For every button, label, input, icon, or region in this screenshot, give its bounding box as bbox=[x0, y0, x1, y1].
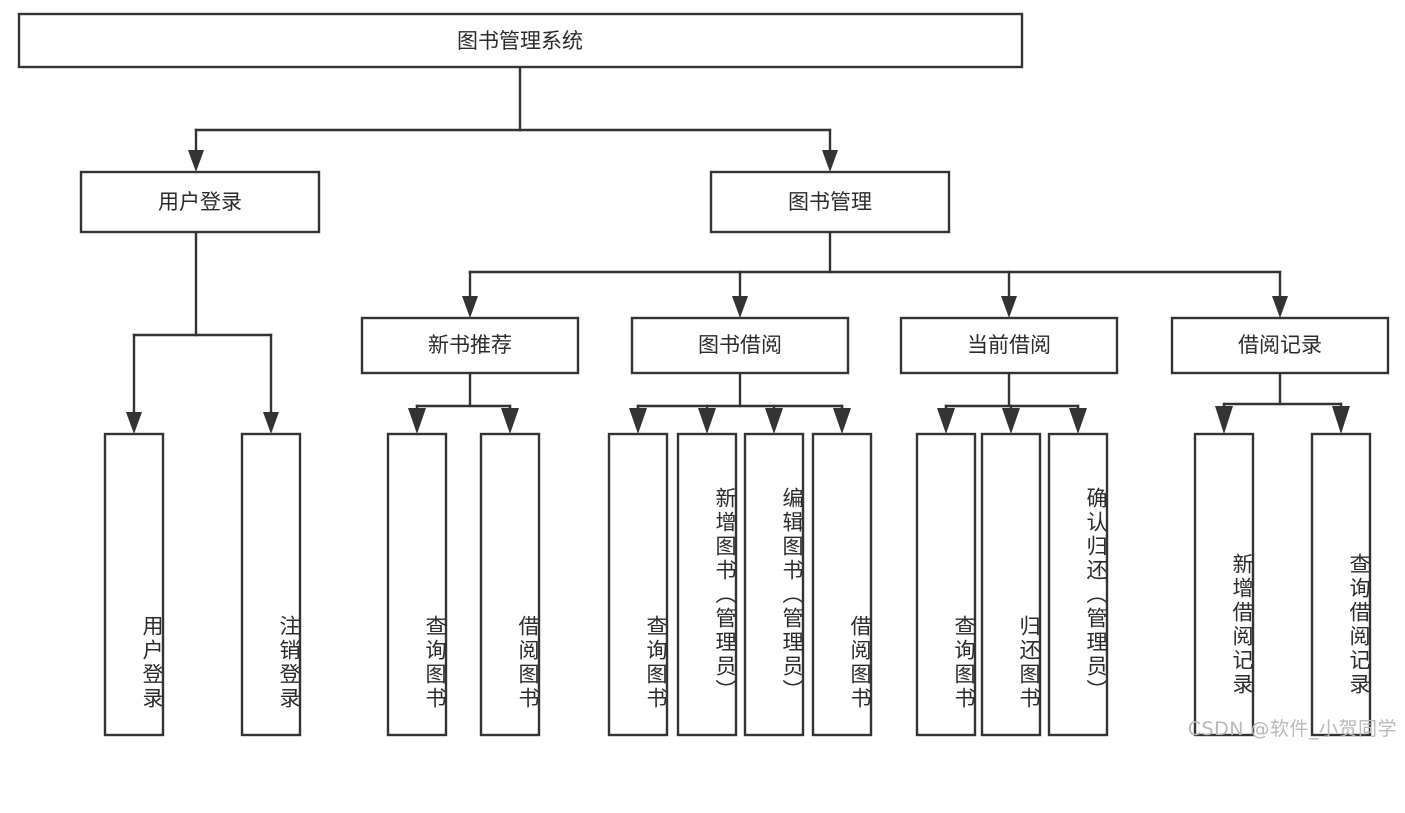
connector-layer bbox=[126, 65, 1350, 434]
node-borrow-record[interactable] bbox=[1170, 316, 1390, 375]
arrow-head-leaf-logout-login bbox=[263, 412, 279, 434]
arrow-head-user-login bbox=[188, 150, 204, 172]
node-book-management[interactable] bbox=[709, 170, 951, 234]
node-leaf-logout-login[interactable] bbox=[240, 432, 302, 737]
node-leaf-borrow-book-1[interactable] bbox=[479, 432, 541, 737]
watermark-text: CSDN @软件_小贺同学 bbox=[1187, 718, 1397, 740]
node-book-management-label: 图书管理 bbox=[788, 190, 872, 214]
arrow-head-leaf-edit-book-admin bbox=[765, 408, 783, 434]
node-leaf-add-book-admin[interactable] bbox=[676, 432, 738, 737]
node-leaf-confirm-return-admin[interactable] bbox=[1047, 432, 1109, 737]
diagram-canvas: 图书管理系统 用户登录 图书管理 新书推荐 图书借阅 当前借阅 借阅记录 bbox=[17, 12, 1390, 737]
node-book-borrow-label: 图书借阅 bbox=[698, 333, 782, 357]
arrow-head-new-book-recommend bbox=[462, 296, 478, 318]
node-leaf-user-login[interactable] bbox=[103, 432, 165, 737]
node-user-login[interactable] bbox=[79, 170, 321, 234]
arrow-head-leaf-user-login bbox=[126, 412, 142, 434]
arrow-head-leaf-return-book bbox=[1002, 408, 1020, 434]
node-leaf-edit-book-admin[interactable] bbox=[743, 432, 805, 737]
node-layer: 图书管理系统 用户登录 图书管理 新书推荐 图书借阅 当前借阅 借阅记录 bbox=[17, 12, 1390, 737]
node-leaf-query-borrow-record[interactable] bbox=[1310, 432, 1372, 737]
arrow-head-leaf-query-book-1 bbox=[408, 408, 426, 434]
arrow-head-leaf-add-book-admin bbox=[698, 408, 716, 434]
node-root-label: 图书管理系统 bbox=[457, 29, 583, 53]
arrow-head-leaf-query-book-2 bbox=[629, 408, 647, 434]
node-current-borrow-label: 当前借阅 bbox=[967, 333, 1051, 357]
node-leaf-query-book-2[interactable] bbox=[607, 432, 669, 737]
node-leaf-query-book-3[interactable] bbox=[915, 432, 977, 737]
node-new-book-recommend-label: 新书推荐 bbox=[428, 333, 512, 357]
node-user-login-label: 用户登录 bbox=[158, 190, 242, 214]
arrow-head-leaf-borrow-book-2 bbox=[833, 408, 851, 434]
node-leaf-add-borrow-record[interactable] bbox=[1193, 432, 1255, 737]
node-borrow-record-label: 借阅记录 bbox=[1238, 333, 1322, 357]
arrow-head-leaf-query-borrow-record bbox=[1332, 406, 1350, 434]
arrow-head-leaf-confirm-return-admin bbox=[1069, 408, 1087, 434]
node-leaf-query-book-1[interactable] bbox=[386, 432, 448, 737]
arrow-head-book-borrow bbox=[732, 296, 748, 318]
node-root[interactable] bbox=[17, 12, 1024, 69]
arrow-head-leaf-add-borrow-record bbox=[1215, 406, 1233, 434]
hierarchy-diagram: 图书管理系统 用户登录 图书管理 新书推荐 图书借阅 当前借阅 借阅记录 bbox=[17, 12, 1397, 740]
node-leaf-return-book[interactable] bbox=[980, 432, 1042, 737]
arrow-head-current-borrow bbox=[1001, 296, 1017, 318]
arrow-head-book-management bbox=[822, 150, 838, 172]
node-book-borrow[interactable] bbox=[630, 316, 850, 375]
arrow-head-leaf-query-book-3 bbox=[937, 408, 955, 434]
node-new-book-recommend[interactable] bbox=[360, 316, 580, 375]
node-leaf-borrow-book-2[interactable] bbox=[811, 432, 873, 737]
node-current-borrow[interactable] bbox=[899, 316, 1119, 375]
arrow-head-leaf-borrow-book-1 bbox=[501, 408, 519, 434]
arrow-head-borrow-record bbox=[1272, 296, 1288, 318]
